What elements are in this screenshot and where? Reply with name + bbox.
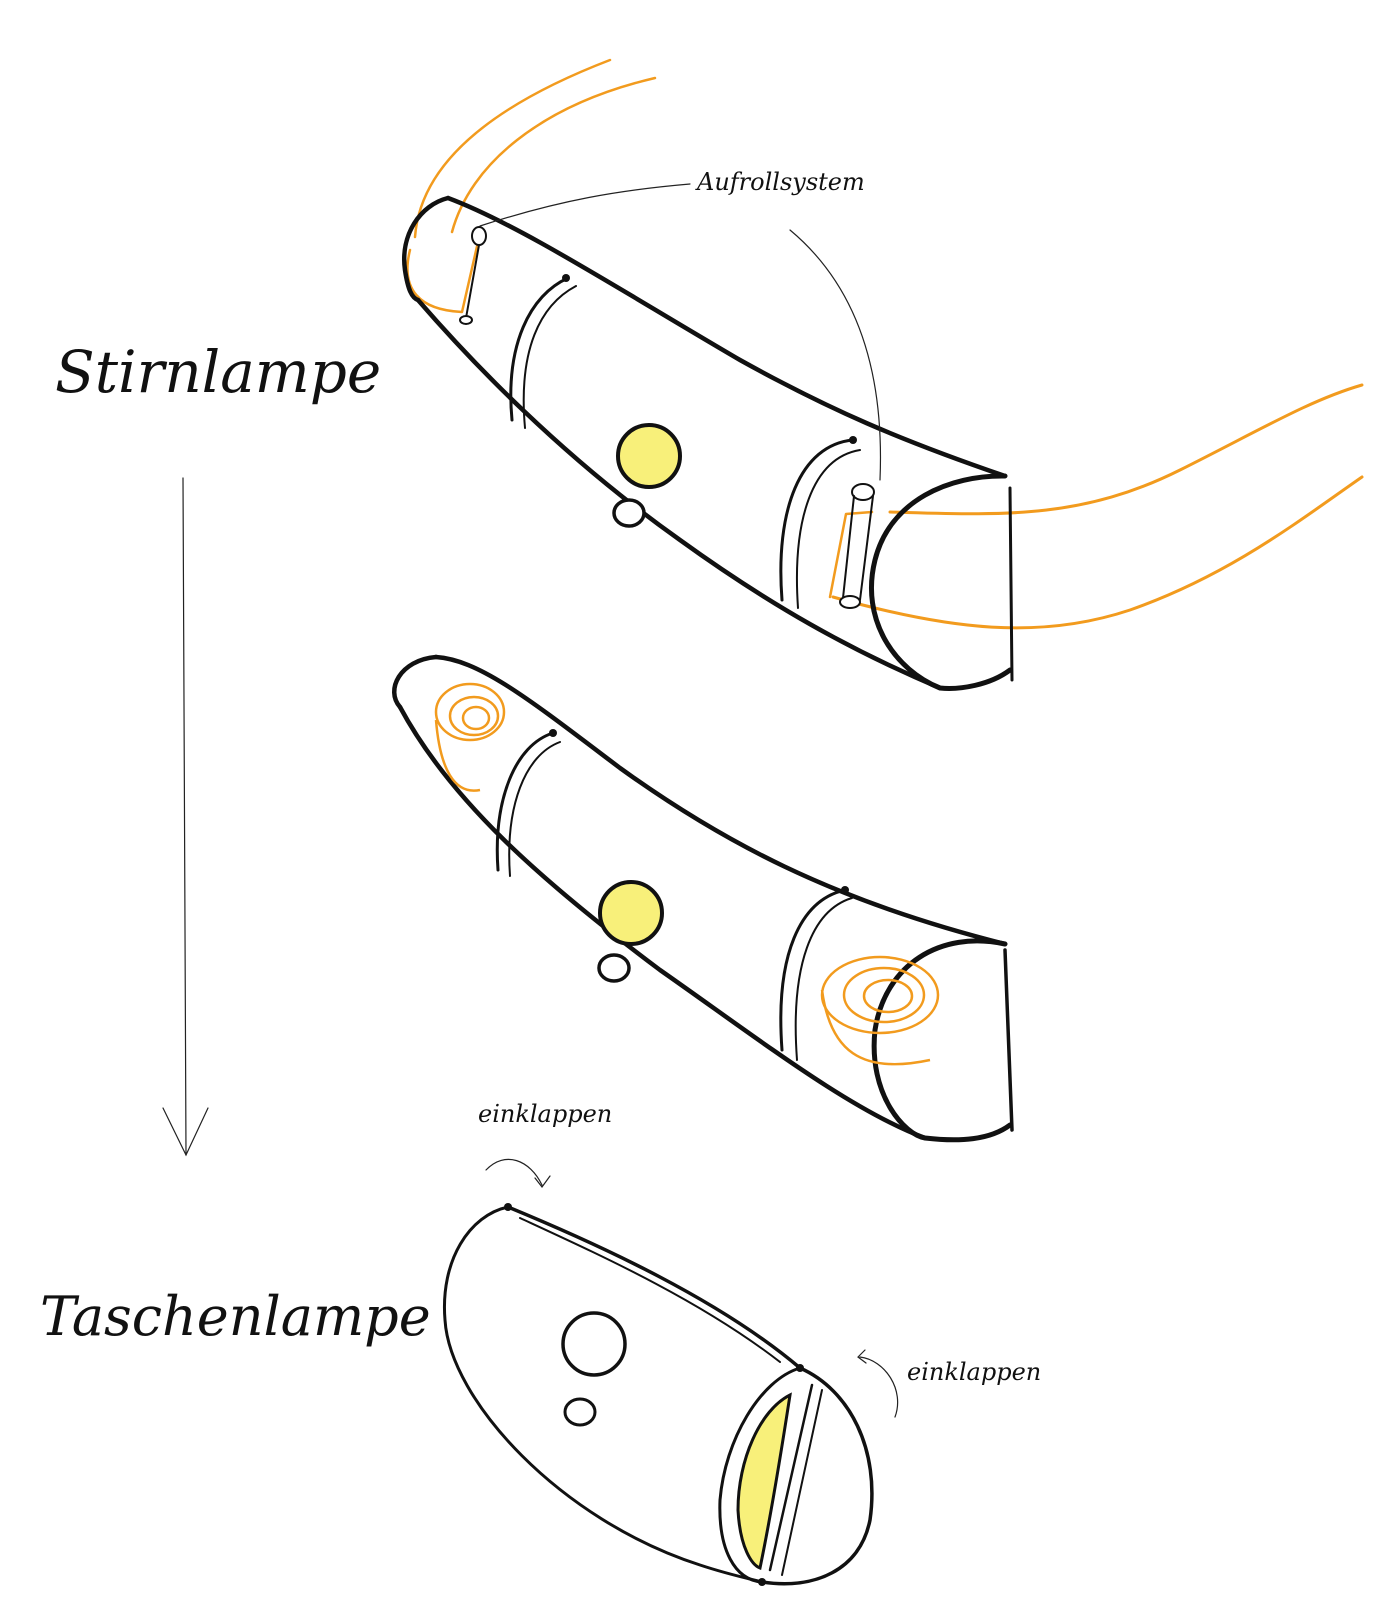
- flashlight-device: [442, 1203, 874, 1586]
- right-strap: [828, 383, 1364, 630]
- flashlight-label: Taschenlampe: [40, 1285, 431, 1348]
- rolled-strap-left: [434, 682, 506, 792]
- fold-in-label-left: einklappen: [478, 1100, 612, 1128]
- headlamp-device: [401, 58, 1364, 691]
- lamp-led-icon: [598, 880, 664, 946]
- retracted-device: [392, 654, 1014, 1143]
- curved-arrow-icon: [857, 1349, 899, 1418]
- headlamp-label: Stirnlampe: [55, 338, 381, 406]
- power-button-icon: [563, 1397, 597, 1427]
- fold-in-label-right: einklappen: [907, 1358, 1041, 1386]
- power-button-icon: [597, 953, 631, 983]
- retract-system-label: Aufrollsystem: [695, 168, 865, 196]
- rolled-strap-right: [820, 955, 940, 1066]
- left-strap: [406, 58, 657, 314]
- power-button-icon: [612, 498, 646, 528]
- flashlight-lens-icon: [736, 1392, 792, 1571]
- down-arrow-icon: [162, 477, 209, 1157]
- lamp-led-icon: [561, 1311, 627, 1377]
- lamp-led-icon: [616, 423, 682, 489]
- curved-arrow-icon: [485, 1158, 551, 1188]
